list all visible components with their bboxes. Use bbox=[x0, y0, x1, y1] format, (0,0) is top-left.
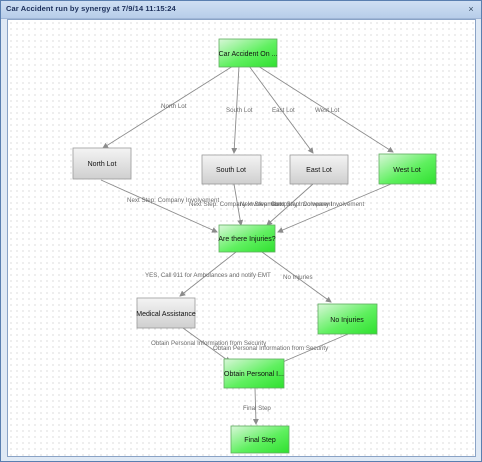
node-label-noinjuries: No Injuries bbox=[330, 317, 364, 324]
node-east-lot[interactable]: East Lot bbox=[289, 154, 349, 185]
edge-label-injuries-noinjuries: No Injuries bbox=[283, 274, 313, 281]
node-west-lot[interactable]: West Lot bbox=[378, 153, 437, 185]
edge-start-east bbox=[248, 65, 314, 154]
flow-diagram: North Lot South Lot East Lot West Lot Ne… bbox=[72, 38, 437, 454]
edge-label-injuries-medical: YES, Call 911 for Ambulances and notify … bbox=[145, 272, 271, 279]
edge-noinjuries-obtain bbox=[277, 333, 349, 365]
edge-medical-obtain bbox=[182, 327, 231, 363]
edge-label-start-east: East Lot bbox=[272, 107, 295, 114]
edge-east-injuries bbox=[266, 183, 314, 226]
edge-label-obtain-final: Final Step bbox=[243, 405, 271, 412]
node-obtain-personal-info[interactable]: Obtain Personal I... bbox=[223, 358, 285, 389]
node-label-north: North Lot bbox=[88, 161, 117, 168]
edge-west-injuries bbox=[277, 183, 392, 233]
node-start[interactable]: Car Accident On ... bbox=[218, 38, 278, 68]
node-label-medical: Medical Assistance bbox=[136, 311, 196, 318]
node-are-there-injuries[interactable]: Are there Injuries? bbox=[218, 224, 276, 253]
edge-injuries-medical bbox=[179, 251, 237, 297]
edge-north-injuries bbox=[100, 179, 218, 233]
node-label-obtain: Obtain Personal I... bbox=[224, 371, 284, 378]
diagram-canvas: North Lot South Lot East Lot West Lot Ne… bbox=[7, 19, 476, 457]
node-label-west: West Lot bbox=[393, 167, 421, 174]
edge-label-noinjuries-obtain: Obtain Personal Information from Securit… bbox=[213, 345, 329, 352]
close-icon[interactable]: × bbox=[468, 4, 474, 14]
edge-label-start-west: West Lot bbox=[315, 107, 340, 114]
window-titlebar[interactable]: Car Accident run by synergy at 7/9/14 11… bbox=[1, 1, 481, 19]
edge-start-north bbox=[102, 65, 234, 149]
node-label-final: Final Step bbox=[244, 437, 276, 444]
node-label-start: Car Accident On ... bbox=[219, 51, 278, 58]
edge-start-west bbox=[257, 65, 394, 153]
node-medical-assistance[interactable]: Medical Assistance bbox=[136, 297, 196, 329]
node-label-injuries: Are there Injuries? bbox=[218, 236, 275, 243]
node-label-south: South Lot bbox=[216, 167, 246, 174]
edge-label-east-injuries: Next Step: Company Involvement bbox=[240, 201, 332, 208]
edge-label-south-injuries: Next Step: Company Involvement bbox=[189, 201, 281, 208]
edge-label-medical-obtain: Obtain Personal Information from Securit… bbox=[151, 340, 267, 347]
edge-injuries-noinjuries bbox=[261, 251, 332, 303]
node-label-east: East Lot bbox=[306, 167, 332, 174]
node-final-step[interactable]: Final Step bbox=[230, 425, 290, 454]
node-no-injuries[interactable]: No Injuries bbox=[317, 303, 378, 335]
edge-label-west-injuries: Next Step: Company Involvement bbox=[272, 201, 364, 208]
edge-label-north-injuries: Next Step: Company Involvement bbox=[127, 197, 219, 204]
node-south-lot[interactable]: South Lot bbox=[201, 154, 262, 185]
edge-label-start-north: North Lot bbox=[161, 103, 187, 110]
window-title: Car Accident run by synergy at 7/9/14 11… bbox=[6, 4, 176, 13]
edge-start-south bbox=[231, 65, 240, 154]
edge-label-start-south: South Lot bbox=[226, 107, 253, 114]
edge-obtain-final bbox=[252, 387, 259, 425]
edge-south-injuries bbox=[233, 183, 244, 226]
node-north-lot[interactable]: North Lot bbox=[72, 147, 132, 180]
